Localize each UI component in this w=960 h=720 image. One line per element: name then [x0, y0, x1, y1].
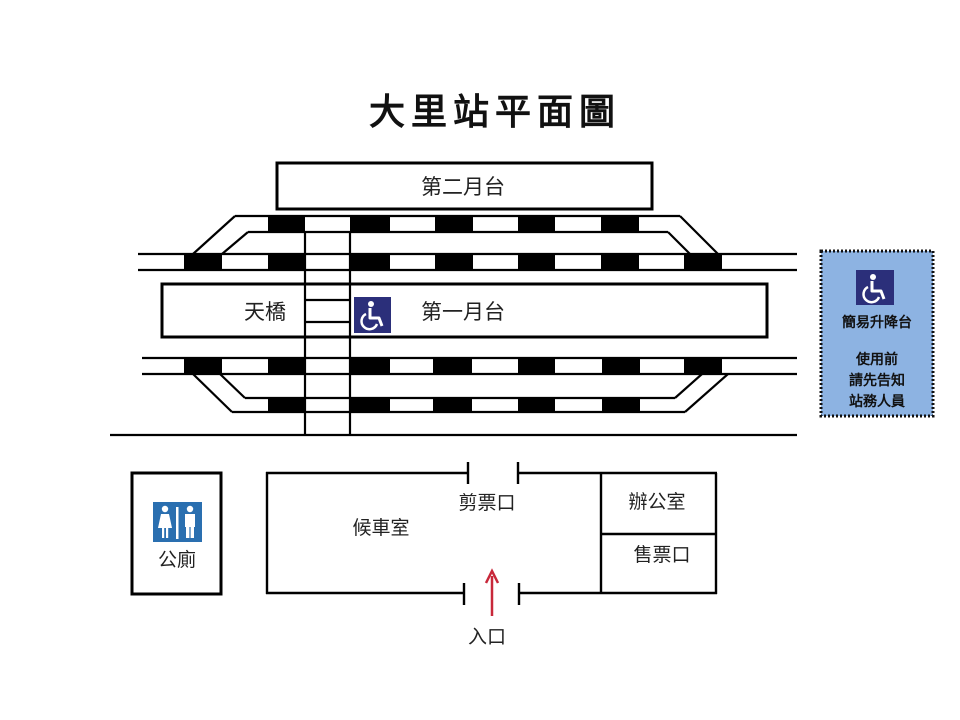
entrance-arrow-icon — [484, 568, 500, 616]
track-2 — [138, 252, 797, 272]
office-label: 辦公室 — [628, 491, 685, 513]
accessibility-lift-panel: 簡易升降台 使用前 請先告知 站務人員 — [819, 249, 935, 418]
platform-2-label: 第二月台 — [421, 175, 505, 199]
track-1 — [192, 214, 719, 255]
lift-notice-line-2: 請先告知 — [849, 372, 905, 389]
ticket-gate-label: 剪票口 — [458, 492, 515, 514]
waiting-room-label: 候車室 — [352, 517, 409, 539]
platform-1-label: 第一月台 — [421, 300, 505, 324]
map-title: 大里站平面圖 — [369, 91, 621, 133]
wheelchair-icon — [856, 270, 894, 305]
platform-2: 第二月台 — [275, 161, 654, 211]
footbridge-label: 天橋 — [244, 300, 286, 324]
lift-notice-line-3: 站務人員 — [849, 393, 905, 410]
platform-1: 天橋 第一月台 — [160, 282, 769, 339]
lift-heading: 簡易升降台 — [842, 314, 912, 331]
entrance-label: 入口 — [468, 626, 506, 648]
restroom: 公廁 — [130, 471, 223, 596]
footbridge — [303, 232, 352, 436]
restroom-label: 公廁 — [158, 548, 196, 571]
lift-notice-line-1: 使用前 — [855, 351, 898, 368]
entrance: 入口 — [468, 568, 506, 648]
track-3 — [142, 356, 797, 376]
wheelchair-icon — [354, 297, 391, 333]
restroom-icon — [153, 502, 202, 542]
station-building: 剪票口 候車室 辦公室 售票口 — [265, 462, 718, 605]
ticket-office-label: 售票口 — [633, 544, 690, 566]
track-4 — [192, 373, 729, 414]
